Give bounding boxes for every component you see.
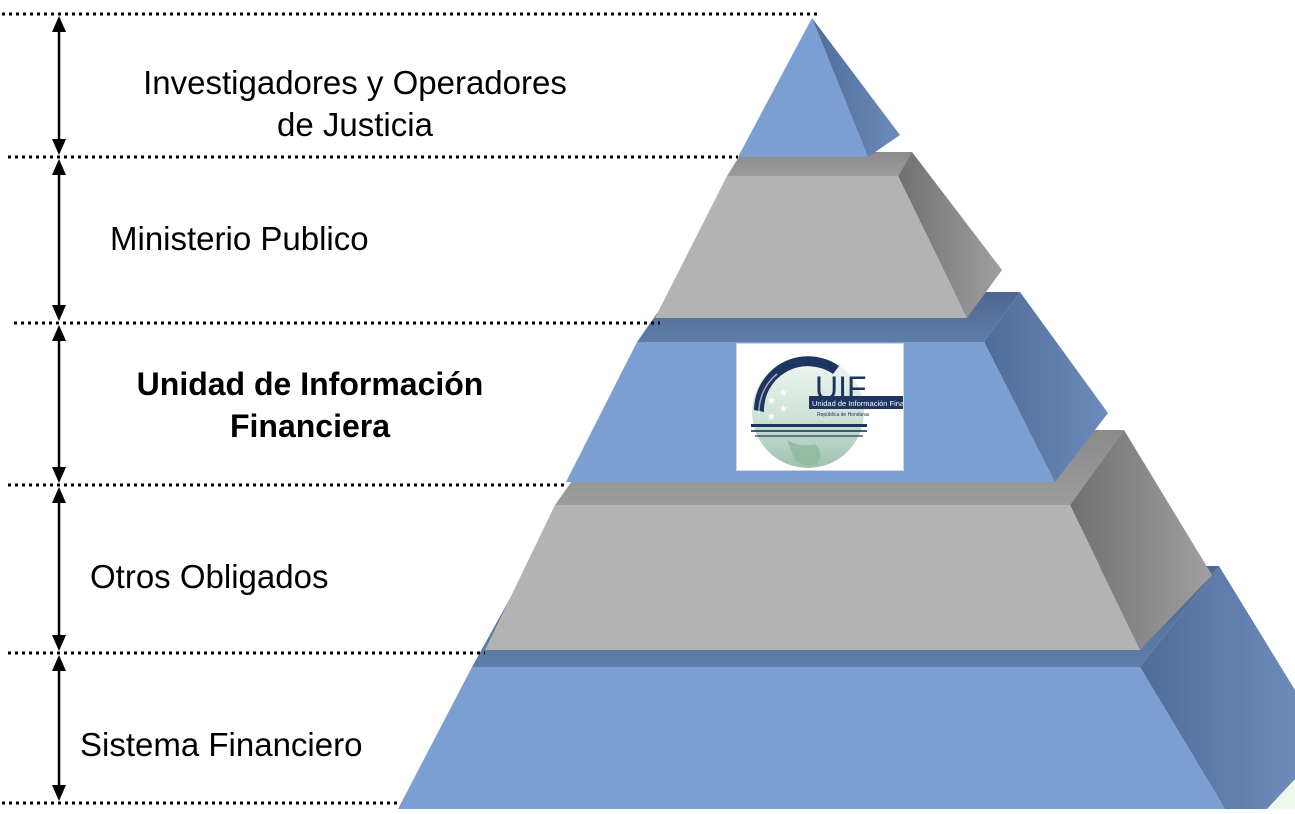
label-uif-line1: Unidad de Información	[136, 366, 484, 402]
label-ministerio-publico: Ministerio Publico	[110, 220, 369, 257]
label-investigadores-line1: Investigadores y Operadores	[143, 64, 567, 101]
level-1-side	[812, 18, 900, 157]
uif-logo: ★ ★ ★ ★ UIF Unidad de Información Financ…	[736, 343, 925, 471]
arrow-level-1	[52, 16, 66, 155]
arrow-level-4	[52, 487, 66, 651]
level-ministerio-publico	[655, 152, 1002, 318]
arrow-level-2	[52, 159, 66, 321]
label-investigadores: Investigadores y Operadores de Justicia	[95, 62, 615, 146]
arrow-level-5	[52, 655, 66, 801]
level-5-face	[398, 667, 1225, 809]
level-2-side	[898, 152, 1002, 318]
logo-name: Unidad de Información Financiera	[812, 399, 903, 408]
level-1-face	[738, 18, 868, 157]
level-2-face	[655, 176, 967, 318]
level-3-side	[984, 292, 1108, 482]
level-arrows	[52, 16, 66, 801]
level-4-face	[485, 505, 1140, 650]
label-investigadores-line2: de Justicia	[277, 106, 433, 143]
label-sistema-financiero: Sistema Financiero	[80, 726, 363, 763]
star-icon: ★	[767, 412, 776, 423]
corner-decoration	[1267, 779, 1295, 809]
star-icon: ★	[779, 404, 788, 415]
level-5-side	[1140, 566, 1295, 809]
star-icon: ★	[767, 396, 776, 407]
label-uif-line2: Financiera	[229, 408, 391, 444]
separator-lines	[2, 12, 818, 805]
arrow-level-3	[52, 325, 66, 483]
level-4-side	[1070, 430, 1212, 650]
level-investigadores	[738, 18, 900, 157]
uif-logo-emblem: ★ ★ ★ ★ UIF Unidad de Información Financ…	[751, 356, 925, 468]
label-uif: Unidad de Información Financiera	[90, 363, 530, 447]
logo-country: República de Honduras	[817, 412, 870, 418]
star-icon: ★	[779, 388, 788, 399]
level-2-top	[727, 152, 912, 176]
label-otros-obligados: Otros Obligados	[90, 558, 329, 595]
